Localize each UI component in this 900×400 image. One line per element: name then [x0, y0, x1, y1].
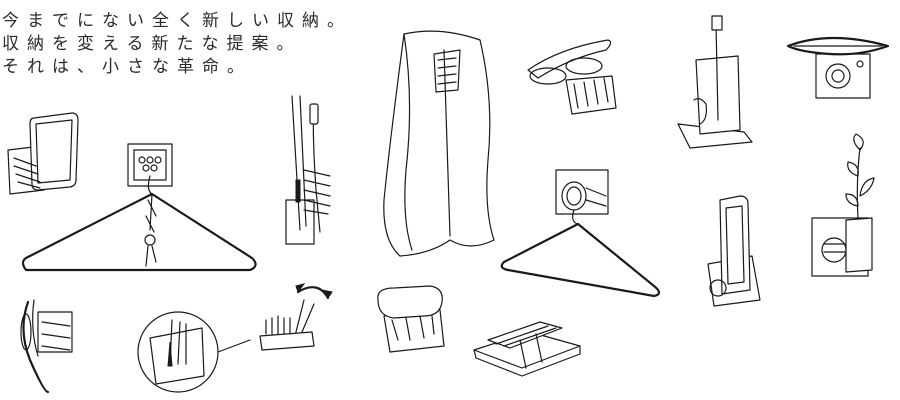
headline-line-2: 収納を変える新たな提案。 [2, 34, 302, 54]
soap-dish-icon [378, 286, 444, 352]
headline-text: 今までにない全く新しい収納。 収納を変える新たな提案。 それは、小さな革命。 [2, 10, 352, 79]
towel-icon [384, 31, 494, 256]
tray-icon [474, 322, 580, 376]
tilt-arrow-icon [260, 284, 332, 350]
phone-stand-icon [708, 196, 760, 306]
glasses-side-icon [21, 300, 72, 392]
headline-line-3: それは、小さな革命。 [2, 57, 252, 77]
toothbrush-holder-icon [286, 96, 330, 244]
hanger-hook-keys-icon [23, 144, 256, 270]
eyeglasses-holder-icon [528, 40, 616, 114]
headline-line-1: 今までにない全く新しい収納。 [2, 11, 352, 31]
ring-hook-hanger-icon [502, 170, 659, 296]
magnifier-detail-icon [138, 312, 250, 392]
camera-strap-icon [788, 38, 888, 98]
plant-pot-icon [812, 134, 874, 276]
tall-stand-icon [678, 16, 752, 148]
smartphone-holder-icon [8, 113, 78, 194]
